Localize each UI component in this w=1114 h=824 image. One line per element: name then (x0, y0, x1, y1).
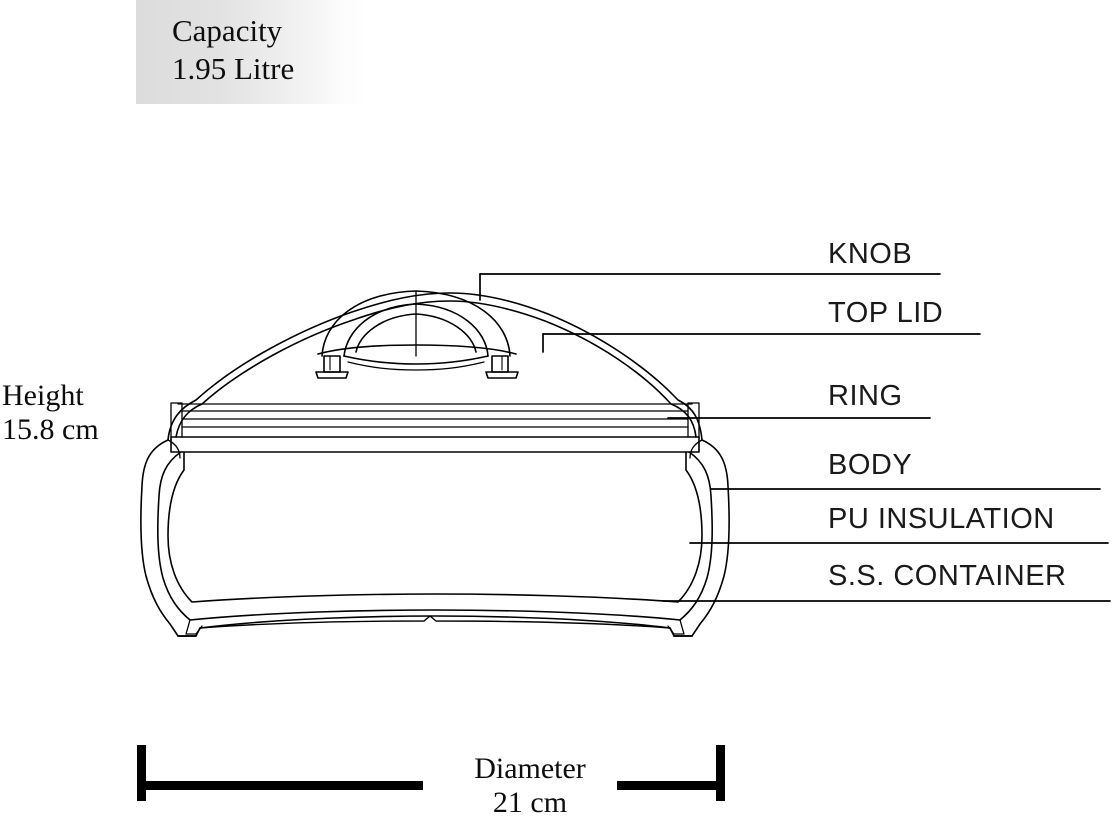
diameter-value: 21 cm (492, 786, 568, 819)
knob-post-left (323, 355, 341, 373)
height-value: 15.8 cm (2, 413, 99, 446)
base-bottom-line (199, 615, 671, 629)
height-title: Height (2, 379, 84, 412)
ring-band-right-edge (687, 402, 700, 438)
callout-label-top-lid: TOP LID (828, 297, 944, 329)
diameter-dimension-left-line (141, 781, 423, 790)
body-shoulder-right (689, 439, 703, 459)
diameter-title: Diameter (474, 752, 586, 785)
knob-arch-outer (321, 290, 511, 357)
diameter-dimension-right-line (617, 781, 721, 790)
knob-base-right (485, 371, 519, 379)
knob-post-right (491, 355, 509, 373)
capacity-banner-background (136, 0, 368, 104)
base-plate-right (667, 619, 685, 635)
callout-label-knob: KNOB (828, 238, 913, 270)
body-outer-shell (140, 439, 730, 637)
base-plate (185, 619, 203, 635)
pu-insulation-wall (157, 451, 713, 621)
ring-band-outline (170, 436, 700, 453)
body-shoulder-left (167, 439, 181, 459)
ring-band-left-edge (170, 402, 183, 438)
top-lid-outer-dome (167, 292, 703, 441)
top-lid-inner-dome (175, 300, 697, 438)
diameter-dimension-right-cap (716, 745, 725, 801)
callout-label-ss-container: S.S. CONTAINER (828, 560, 1067, 592)
callout-label-ring: RING (828, 380, 903, 412)
callout-label-pu-insulation: PU INSULATION (828, 503, 1055, 535)
knob-seat-band-2 (347, 361, 485, 371)
diameter-dimension-left-cap (137, 745, 146, 801)
leader-line-top-lid (542, 333, 981, 353)
callout-label-body: BODY (828, 449, 913, 481)
capacity-title: Capacity (172, 13, 283, 48)
knob-base-left (315, 371, 349, 379)
capacity-value: 1.95 Litre (172, 51, 295, 86)
knob-seat-band (343, 355, 489, 365)
leader-line-knob (479, 273, 941, 301)
ss-container-inner-vessel (167, 451, 703, 603)
